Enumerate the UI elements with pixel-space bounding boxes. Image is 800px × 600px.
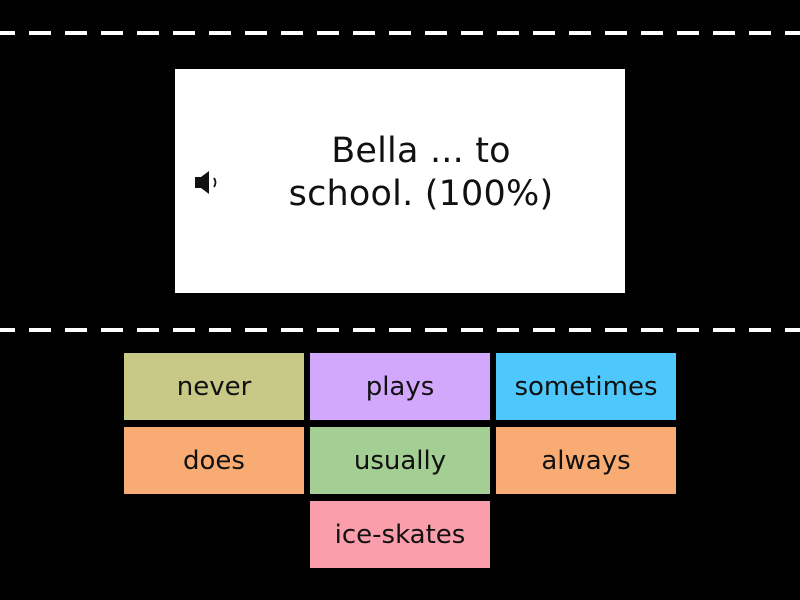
answer-label: sometimes [514, 371, 658, 402]
answer-tile-never[interactable]: never [124, 353, 304, 420]
bottom-dashed-divider [0, 328, 800, 332]
answer-tile-usually[interactable]: usually [310, 427, 490, 494]
answer-label: always [541, 445, 631, 476]
answer-label: never [176, 371, 252, 402]
answer-label: usually [353, 445, 447, 476]
answer-tile-does[interactable]: does [124, 427, 304, 494]
answer-tile-sometimes[interactable]: sometimes [496, 353, 676, 420]
answer-label: does [183, 445, 245, 476]
question-line-1: Bella ... to [331, 131, 511, 171]
question-card [175, 69, 625, 293]
speaker-icon[interactable] [193, 169, 223, 195]
answer-tile-plays[interactable]: plays [310, 353, 490, 420]
answer-tile-ice-skates[interactable]: ice-skates [310, 501, 490, 568]
question-line-2: school. (100%) [288, 174, 554, 214]
answer-label: plays [365, 371, 435, 402]
top-dashed-divider [0, 31, 800, 35]
answer-label: ice-skates [334, 519, 466, 550]
answer-tile-always[interactable]: always [496, 427, 676, 494]
question-text: Bella ... to school. (100%) [250, 130, 592, 216]
